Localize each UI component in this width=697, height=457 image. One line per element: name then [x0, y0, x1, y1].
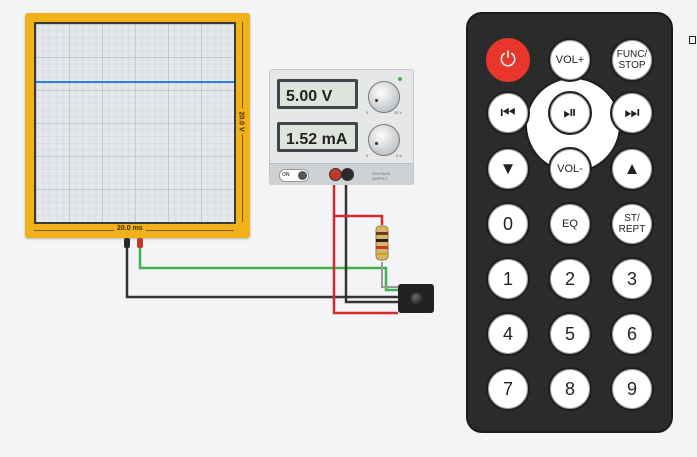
vol-down-button[interactable]: VOL-: [548, 147, 592, 191]
power-icon: ⏻: [500, 48, 516, 71]
up-arrow-icon: ▲: [623, 159, 641, 178]
psu-brand: VOLTAGE SUPPLY: [372, 171, 391, 181]
prev-button[interactable]: ⏮: [486, 91, 530, 135]
voltage-knob-max: 30 V: [394, 110, 403, 115]
voltage-display: 5.00 V: [277, 79, 358, 109]
resistor[interactable]: [375, 225, 389, 261]
digit-8-button[interactable]: 8: [548, 367, 592, 411]
play-pause-icon: ⏯: [563, 103, 577, 122]
digit-0-button[interactable]: 0: [486, 202, 530, 246]
ir-receiver[interactable]: [398, 284, 434, 313]
func-stop-button[interactable]: FUNC/ STOP: [610, 38, 654, 82]
next-button[interactable]: ⏭: [610, 91, 654, 135]
wire-black-psu: [344, 176, 398, 304]
resistor-leg: [381, 262, 398, 288]
power-supply-base: ON VOLTAGE SUPPLY: [270, 163, 413, 185]
digit-9-button[interactable]: 9: [610, 367, 654, 411]
up-button[interactable]: ▲: [610, 147, 654, 191]
down-button[interactable]: ▼: [486, 147, 530, 191]
digit-7-button[interactable]: 7: [486, 367, 530, 411]
vol-up-button[interactable]: VOL+: [548, 38, 592, 82]
wire-red-ir: [332, 216, 398, 315]
digit-1-button[interactable]: 1: [486, 257, 530, 301]
wire-black-scope: [125, 245, 398, 299]
corner-widget-icon[interactable]: [689, 36, 696, 44]
ir-remote[interactable]: ⏻ VOL+ FUNC/ STOP ⏮ ⏯ ⏭ ▼ VOL- ▲ 0 EQ ST…: [466, 12, 673, 433]
power-led: [398, 77, 402, 81]
st-rept-button[interactable]: ST/ REPT: [610, 202, 654, 246]
current-knob-min: 0: [366, 153, 369, 158]
negative-terminal[interactable]: [341, 168, 354, 181]
skip-back-icon: ⏮: [500, 103, 516, 122]
play-pause-button[interactable]: ⏯: [548, 91, 592, 135]
current-display: 1.52 mA: [277, 122, 358, 152]
oscilloscope-y-axis: 20.0 V: [237, 22, 246, 222]
wire-green: [138, 245, 398, 292]
digit-3-button[interactable]: 3: [610, 257, 654, 301]
current-knob-max: 5 A: [396, 153, 402, 158]
ir-sensor-lens: [411, 293, 422, 304]
oscilloscope[interactable]: 20.0 ms 20.0 V: [25, 13, 250, 238]
skip-forward-icon: ⏭: [624, 103, 640, 122]
voltage-knob-min: 0: [366, 110, 369, 115]
digit-2-button[interactable]: 2: [548, 257, 592, 301]
eq-button[interactable]: EQ: [548, 202, 592, 246]
oscilloscope-trace: [36, 81, 234, 83]
oscilloscope-screen: [34, 22, 236, 224]
scope-probe-negative[interactable]: [124, 238, 130, 248]
digit-4-button[interactable]: 4: [486, 312, 530, 356]
power-toggle-knob: [298, 171, 307, 180]
power-supply[interactable]: 5.00 V 1.52 mA 0 30 V 0 5 A ON VOLTAGE S…: [269, 69, 414, 185]
power-button[interactable]: ⏻: [486, 38, 530, 82]
oscilloscope-x-label: 20.0 ms: [114, 225, 146, 232]
oscilloscope-x-axis: 20.0 ms: [34, 225, 234, 234]
power-toggle[interactable]: ON: [279, 169, 309, 182]
voltage-knob[interactable]: [368, 81, 400, 113]
power-toggle-label: ON: [282, 172, 290, 178]
digit-6-button[interactable]: 6: [610, 312, 654, 356]
scope-probe-positive[interactable]: [137, 238, 143, 248]
wire-red-resistor: [332, 176, 384, 225]
digit-5-button[interactable]: 5: [548, 312, 592, 356]
down-arrow-icon: ▼: [499, 159, 517, 178]
oscilloscope-y-label: 20.0 V: [237, 108, 245, 135]
current-knob[interactable]: [368, 124, 400, 156]
